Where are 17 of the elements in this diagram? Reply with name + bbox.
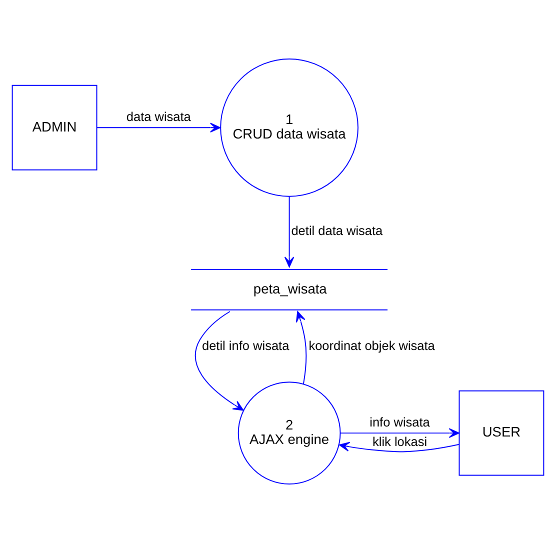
arrow [96,122,221,133]
arrow [296,311,307,384]
node-circle: 2 AJAX engine [238,382,341,484]
edge-label: info wisata [370,414,430,430]
edge-label: detil info wisata [202,338,290,354]
edge-label: detil data wisata [291,223,383,238]
node-circle: 1 CRUD data wisata [220,58,358,197]
arrow [284,196,294,268]
edge-label: data wisata [126,109,191,124]
edge-label: klik lokasi [372,434,428,450]
arrow [338,442,460,452]
node-text: peta_wisata [253,281,327,296]
arrow [194,311,244,411]
node-box: ADMIN [12,84,98,170]
edge-label: koordinat objek wisata [308,338,435,354]
node-box: USER [458,390,544,476]
arrow [340,428,460,438]
